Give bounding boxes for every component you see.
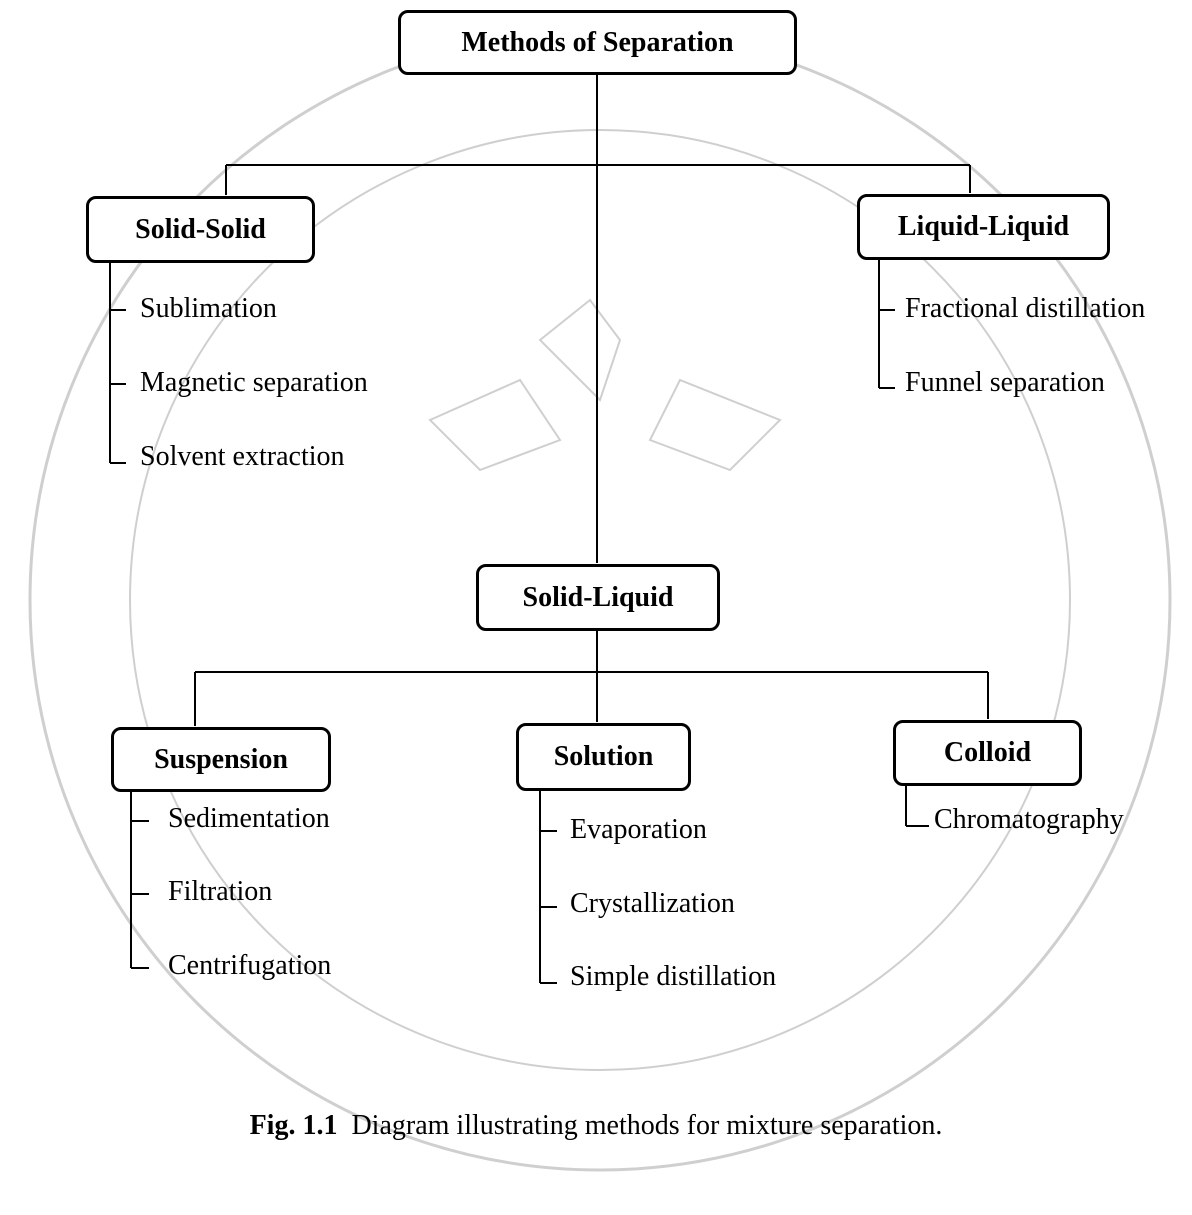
root-label: Methods of Separation (461, 26, 734, 58)
figure-caption: Fig. 1.1 Diagram illustrating methods fo… (0, 1110, 1192, 1142)
liquid-liquid-label: Liquid-Liquid (897, 211, 1070, 242)
method-centrifugation: Centrifugation (168, 950, 332, 981)
method-funnel-separation: Funnel separation (905, 367, 1105, 398)
solution-label: Solution (553, 741, 654, 772)
caption-number: Fig. 1.1 (249, 1110, 338, 1141)
solid-solid-label: Solid-Solid (135, 213, 266, 245)
solid-liquid-label: Solid-Liquid (522, 581, 674, 613)
suspension-box: Suspension (111, 727, 331, 792)
method-solvent-extraction: Solvent extraction (140, 441, 345, 472)
liquid-liquid-box: Liquid-Liquid (857, 194, 1110, 260)
caption-text: Diagram illustrating methods for mixture… (351, 1110, 943, 1141)
method-evaporation: Evaporation (570, 814, 707, 845)
method-crystallization: Crystallization (570, 888, 735, 919)
method-sublimation: Sublimation (140, 293, 277, 324)
method-chromatography: Chromatography (934, 804, 1124, 835)
solid-solid-box: Solid-Solid (86, 196, 315, 263)
methods-of-separation-box: Methods of Separation (398, 10, 797, 75)
suspension-label: Suspension (154, 743, 288, 775)
method-filtration: Filtration (168, 876, 273, 907)
solid-liquid-box: Solid-Liquid (476, 564, 720, 631)
method-fractional-distillation: Fractional distillation (905, 293, 1146, 324)
method-sedimentation: Sedimentation (168, 803, 330, 834)
colloid-label: Colloid (943, 737, 1032, 768)
colloid-box: Colloid (893, 720, 1082, 786)
method-magnetic-separation: Magnetic separation (140, 367, 368, 398)
method-simple-distillation: Simple distillation (570, 961, 777, 992)
solution-box: Solution (516, 723, 691, 791)
tree-lines (109, 75, 989, 984)
